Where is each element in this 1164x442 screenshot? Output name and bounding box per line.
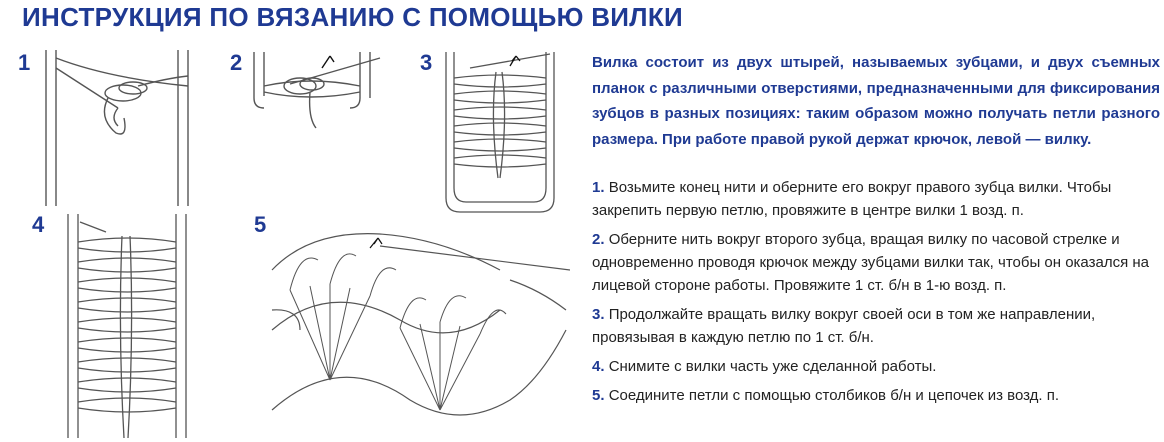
- step-number: 3.: [592, 306, 605, 323]
- figure-5-number: 5: [254, 212, 267, 237]
- step-5: 5. Соедините петли с помощью столбиков б…: [592, 384, 1160, 407]
- step-text: Продолжайте вращать вилку вокруг своей о…: [592, 306, 1096, 346]
- figure-4-number: 4: [32, 212, 45, 237]
- figure-1-illustration: [38, 48, 198, 208]
- figure-2-illustration: [250, 48, 390, 158]
- figure-4-illustration: [60, 212, 200, 440]
- step-3: 3. Продолжайте вращать вилку вокруг свое…: [592, 303, 1160, 349]
- step-1: 1. Возьмите конец нити и оберните его во…: [592, 176, 1160, 222]
- step-number: 1.: [592, 179, 605, 196]
- step-number: 2.: [592, 231, 605, 248]
- figure-3-number: 3: [420, 50, 433, 75]
- page-title: ИНСТРУКЦИЯ ПО ВЯЗАНИЮ С ПОМОЩЬЮ ВИЛКИ: [22, 2, 683, 32]
- step-text: Возьмите конец нити и оберните его вокру…: [592, 179, 1112, 219]
- figure-2-number: 2: [230, 50, 243, 75]
- step-text: Оберните нить вокруг второго зубца, вращ…: [592, 231, 1149, 294]
- step-2: 2. Оберните нить вокруг второго зубца, в…: [592, 228, 1160, 297]
- step-number: 4.: [592, 358, 605, 375]
- figure-5-illustration: [270, 210, 570, 440]
- steps-list: 1. Возьмите конец нити и оберните его во…: [592, 176, 1160, 413]
- step-number: 5.: [592, 387, 605, 404]
- step-text: Снимите с вилки часть уже сделанной рабо…: [608, 358, 937, 375]
- step-4: 4. Снимите с вилки часть уже сделанной р…: [592, 355, 1160, 378]
- figure-3-illustration: [440, 48, 560, 218]
- intro-paragraph: Вилка состоит из двух штырей, называемых…: [592, 54, 1160, 148]
- figure-1-number: 1: [18, 50, 31, 75]
- step-text: Соедините петли с помощью столбиков б/н …: [608, 387, 1060, 404]
